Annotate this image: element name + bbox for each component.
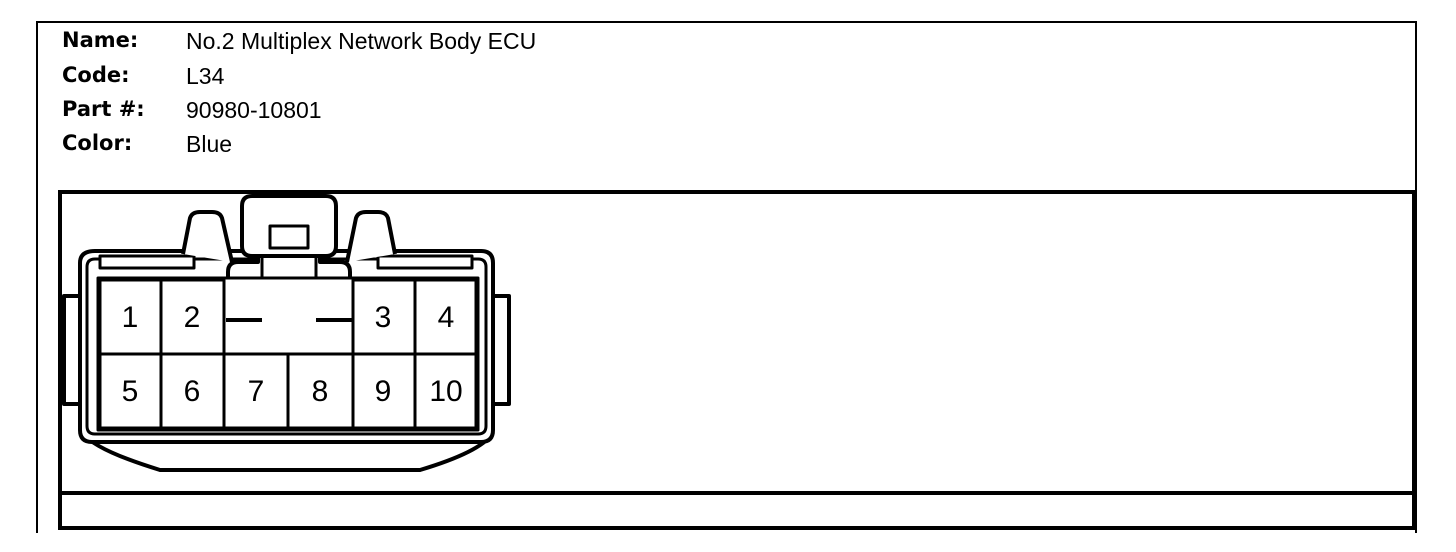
connector-panel [58,190,1416,530]
pin-label-3: 3 [375,301,392,334]
color-label: Color: [62,131,133,155]
connector-body-inner [85,257,488,436]
outer-frame [36,21,1417,533]
center-lock-window [268,224,310,250]
right-side-latch [491,294,511,406]
pin-label-10: 10 [429,375,462,408]
left-side-latch [62,294,82,406]
code-value: L34 [186,63,225,89]
pin-label-8: 8 [312,375,329,408]
panel-divider [58,491,1416,495]
top-slot-left [98,254,196,270]
color-value: Blue [186,131,233,157]
pin-label-2: 2 [184,301,201,334]
pin-label-6: 6 [184,375,201,408]
code-label: Code: [62,63,130,87]
pin-label-7: 7 [248,375,265,408]
top-slot-right [376,254,474,270]
name-value: No.2 Multiplex Network Body ECU [186,28,537,54]
pin-label-5: 5 [122,375,139,408]
pin-label-4: 4 [438,301,455,334]
pin-cell-10 [413,352,478,430]
part-value: 90980-10801 [186,97,322,123]
pin-label-1: 1 [122,301,139,334]
part-label: Part #: [62,97,145,121]
name-label: Name: [62,28,139,52]
pin-label-9: 9 [375,375,392,408]
left-tab [181,210,234,263]
right-tab [345,210,397,263]
